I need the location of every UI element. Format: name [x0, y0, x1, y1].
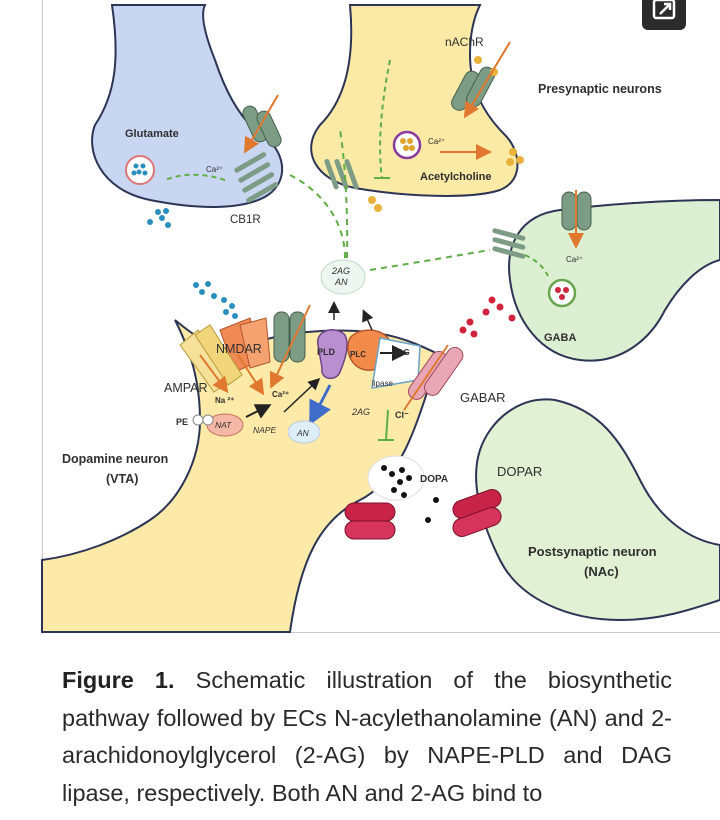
- dopar-receptor-pre: [344, 502, 396, 540]
- ca-glutamate-label: Ca²⁺: [206, 165, 223, 174]
- na-label: Na ²⁺: [215, 396, 234, 405]
- cb1r-label: CB1R: [230, 214, 261, 226]
- nat-label: NAT: [215, 420, 232, 430]
- nachr-channel: [451, 41, 511, 119]
- gaba-label: GABA: [544, 332, 576, 344]
- 2ag-label: 2AG: [331, 266, 350, 276]
- postsynaptic-label: Postsynaptic neuron: [528, 544, 657, 559]
- glutamate-release: [147, 208, 171, 228]
- pathway-diagram: Glutamate Ca²⁺ CB1R nAChR Presynaptic ne…: [41, 4, 720, 633]
- pld-enzyme: [317, 329, 348, 380]
- figure-caption: Figure 1. Schematic illustration of the …: [62, 662, 672, 812]
- cl-label: Cl⁻: [395, 410, 409, 420]
- acetylcholine-neuron: [310, 4, 519, 197]
- vta-label: (VTA): [106, 472, 138, 486]
- acetylcholine-label: Acetylcholine: [420, 171, 492, 183]
- dag-label: DAG: [392, 348, 410, 357]
- glutamate-neuron: [91, 4, 284, 208]
- 2ag-mid-label: 2AG: [351, 407, 370, 417]
- share-icon: [652, 0, 676, 20]
- caption-label: Figure 1.: [62, 667, 175, 693]
- dopa-label: DOPA: [420, 474, 448, 485]
- pld-label: PLD: [317, 347, 336, 357]
- gaba-vesicle: [547, 278, 577, 308]
- gaba-release: [459, 296, 516, 338]
- postsynaptic-neuron: [475, 398, 720, 622]
- calcium-channel-dopamine: [199, 304, 311, 396]
- dopar-label: DOPAR: [497, 464, 542, 479]
- nmdar-label: NMDAR: [216, 342, 262, 356]
- ca-gaba-label: Ca²⁺: [566, 255, 583, 264]
- ach-release: [368, 148, 524, 212]
- gaba-neuron: [508, 198, 720, 362]
- an-label: AN: [334, 277, 348, 287]
- dopa-molecules: [381, 465, 439, 523]
- ach-vesicle: [392, 130, 422, 160]
- lipase-label: lipase: [372, 379, 393, 388]
- glutamate-label: Glutamate: [125, 128, 179, 140]
- cb1r-receptor-glutamate: [234, 152, 279, 203]
- nac-label: (NAc): [584, 564, 619, 579]
- an-mid-label: AN: [296, 428, 310, 438]
- plc-label: PLC: [350, 350, 366, 359]
- caption-text: Schematic illustration of the biosynthet…: [62, 667, 673, 806]
- figure-frame: [42, 0, 720, 633]
- calcium-channel-glutamate: [242, 94, 282, 154]
- pe-label: PE: [176, 417, 188, 427]
- ca-dopamine-label: Ca²⁺: [272, 390, 289, 399]
- gabar-receptor: [403, 344, 464, 411]
- calcium-channel-gaba: [561, 190, 592, 249]
- cb1r-receptor-gaba: [492, 228, 526, 259]
- share-button[interactable]: [642, 0, 686, 30]
- cb1r-receptor-ach: [324, 158, 359, 190]
- dopamine-neuron-label: Dopamine neuron: [62, 452, 168, 466]
- ca-ach-label: Ca²⁺: [428, 137, 445, 146]
- ampar-label: AMPAR: [164, 381, 208, 395]
- dopar-receptor-post: [452, 489, 502, 537]
- an-intracellular: [287, 420, 321, 444]
- nachr-label: nAChR: [445, 35, 484, 49]
- gabar-label: GABAR: [460, 390, 506, 405]
- nape-label: NAPE: [253, 425, 276, 435]
- endocannabinoid-bubble: [320, 259, 366, 295]
- presynaptic-label: Presynaptic neurons: [538, 82, 662, 96]
- dopa-release-bubble: [367, 455, 425, 501]
- dopamine-neuron: [41, 319, 442, 633]
